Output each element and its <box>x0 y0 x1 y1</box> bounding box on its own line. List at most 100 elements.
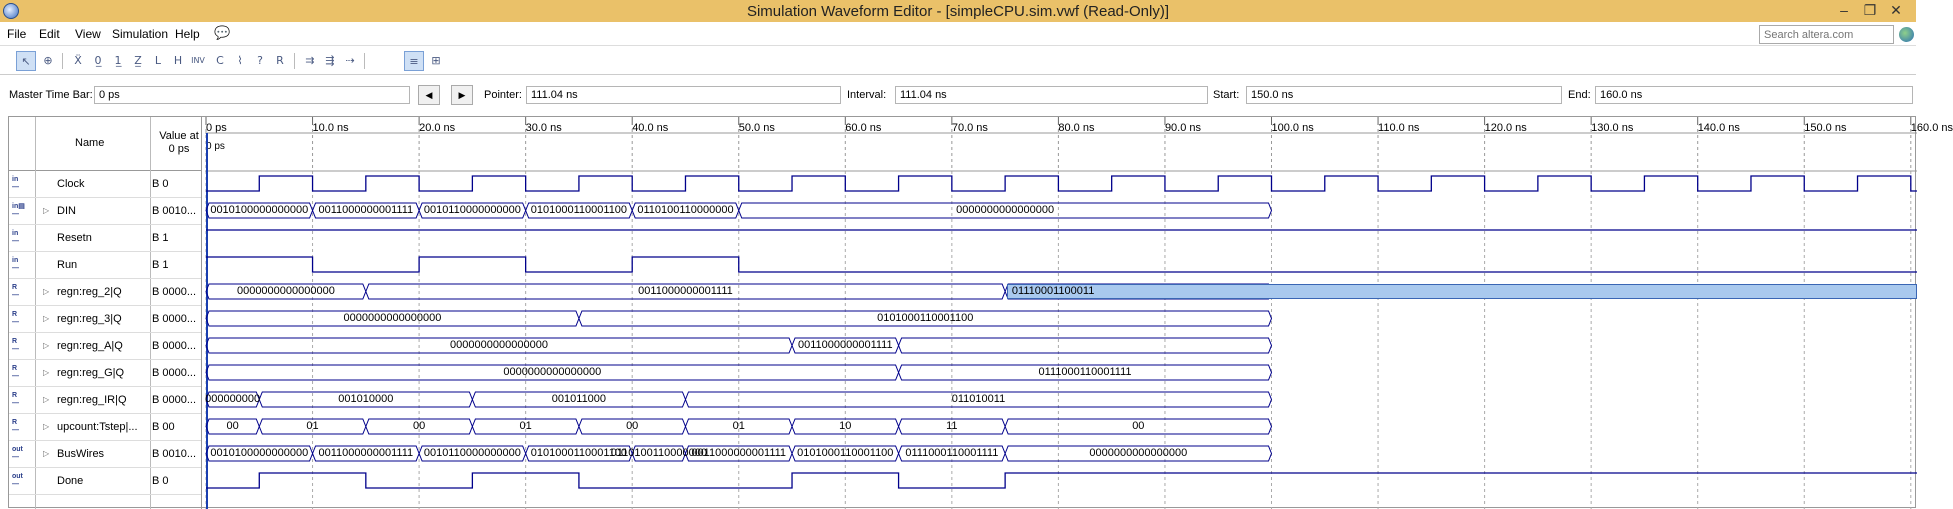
high-impedance-icon[interactable]: Z̲ <box>134 54 142 67</box>
in-pin-icon: in— <box>12 176 19 191</box>
expand-arrow-icon[interactable]: ▷ <box>43 206 50 215</box>
ruler-tick-label: 60.0 ns <box>845 122 882 134</box>
bus-value-label: 0000000000000000 <box>236 284 335 297</box>
expand-arrow-icon[interactable]: ▷ <box>43 287 50 296</box>
bus-value-label: 0011000000001111 <box>638 284 733 297</box>
selection-tool-icon[interactable]: ↖ <box>16 51 36 71</box>
bus-segment <box>738 202 1273 219</box>
selected-bus-segment[interactable] <box>1007 284 1917 299</box>
bus-value-label: 0000000000000000 <box>343 311 442 324</box>
end-label: End: <box>1568 89 1591 101</box>
count-value-icon[interactable]: C <box>216 54 224 67</box>
bus-value-label: 00 <box>412 419 426 432</box>
value-column-header: Value at 0 ps <box>154 130 204 156</box>
bus-grouping-icon[interactable]: ⇢ <box>345 54 355 67</box>
expand-arrow-icon[interactable]: ▷ <box>43 422 50 431</box>
name-column-divider <box>150 117 151 509</box>
bus-value-label: 0110100110000000 <box>637 203 734 216</box>
menu-file[interactable]: File <box>7 27 27 41</box>
expand-arrow-icon[interactable]: ▷ <box>43 341 50 350</box>
toolbar: ↖ ⊕ Ẍ 0̲ 1̲ Z̲ L H INV C ⌇ ? R ⇉ ⇶ ⇢ ≡ ⊞ <box>0 47 1916 75</box>
bus-value-label: 0101000110001100 <box>877 311 974 324</box>
next-transition-button[interactable]: ▶ <box>451 85 473 105</box>
end-field[interactable]: 160.0 ns <box>1595 86 1913 104</box>
forcing-low-icon[interactable]: 0̲ <box>94 54 102 67</box>
expand-arrow-icon[interactable]: ▷ <box>43 314 50 323</box>
grid-options-icon[interactable]: ⇶ <box>325 54 335 67</box>
level-waveform <box>206 256 1917 273</box>
bus-value-label: 00 <box>1132 419 1145 432</box>
bus-value-label: 10 <box>839 419 852 432</box>
menu-simulation[interactable]: Simulation <box>112 27 169 41</box>
signal-value: B 0000... <box>152 286 197 298</box>
signal-row[interactable]: R—▷upcount:Tstep|...B 00 <box>9 414 201 441</box>
minimize-icon[interactable]: – <box>1840 2 1848 18</box>
invert-icon[interactable]: INV <box>191 56 205 65</box>
waveform-view-icon[interactable]: ≡ <box>404 51 424 71</box>
master-time-bar-field[interactable]: 0 ps <box>94 86 410 104</box>
forcing-unknown-icon[interactable]: Ẍ <box>74 54 82 67</box>
interval-field[interactable]: 111.04 ns <box>895 86 1208 104</box>
bus-value-label: 0010100000000000 <box>210 203 309 216</box>
bus-value-label: 0101000110001100 <box>530 446 628 459</box>
reg-pin-icon: R— <box>12 365 19 380</box>
pointer-field[interactable]: 111.04 ns <box>526 86 841 104</box>
table-view-icon[interactable]: ⊞ <box>431 54 441 67</box>
signal-value: B 0000... <box>152 394 197 406</box>
bus-value-label: 000000000 <box>205 392 261 405</box>
weak-low-icon[interactable]: L <box>154 54 162 67</box>
bus-segment <box>1004 445 1273 462</box>
restore-icon[interactable]: ❐ <box>1863 2 1877 18</box>
ruler-tick-label: 0 ps <box>206 122 227 134</box>
ruler-tick-label: 10.0 ns <box>312 122 349 134</box>
signal-name: Run <box>57 259 78 271</box>
bus-value-label: 00 <box>226 419 239 432</box>
expand-arrow-icon[interactable]: ▷ <box>43 449 50 458</box>
value-at-label: Value at <box>159 130 199 142</box>
feedback-icon[interactable]: 💬 <box>214 25 231 40</box>
signal-value: B 1 <box>152 259 169 271</box>
bus-value-label: 0101000110001100 <box>530 203 628 216</box>
arbitrary-value-icon[interactable]: ? <box>257 54 263 67</box>
close-icon[interactable]: ✕ <box>1890 2 1902 18</box>
title-bar: Simulation Waveform Editor - [simpleCPU.… <box>0 0 1916 22</box>
menu-view[interactable]: View <box>75 27 101 41</box>
menu-help[interactable]: Help <box>175 27 200 41</box>
value-column-divider[interactable] <box>201 117 202 509</box>
signal-value: B 0 <box>152 475 169 487</box>
snap-to-grid-icon[interactable]: ⇉ <box>305 54 315 67</box>
ruler-tick-label: 100.0 ns <box>1271 122 1314 134</box>
level-waveform <box>206 472 1917 489</box>
signal-name: upcount:Tstep|... <box>57 421 138 433</box>
start-field[interactable]: 150.0 ns <box>1246 86 1562 104</box>
weak-high-icon[interactable]: H <box>173 54 183 67</box>
bus-value-label: 0000000000000000 <box>450 338 548 351</box>
globe-icon[interactable] <box>1899 27 1914 42</box>
overwrite-clock-icon[interactable]: ⌇ <box>237 54 243 67</box>
interval-label: Interval: <box>847 89 887 101</box>
bus-value-label: 001011000 <box>551 392 607 405</box>
ruler-tick-label: 130.0 ns <box>1591 122 1634 134</box>
zoom-tool-icon[interactable]: ⊕ <box>43 54 53 67</box>
bus-value-label: 0111000110001111 <box>1038 365 1132 378</box>
expand-arrow-icon[interactable]: ▷ <box>43 368 50 377</box>
search-input[interactable] <box>1759 25 1894 44</box>
previous-transition-button[interactable]: ◀ <box>418 85 440 105</box>
random-value-icon[interactable]: R <box>276 54 284 67</box>
ruler-tick-label: 70.0 ns <box>951 122 988 134</box>
expand-arrow-icon[interactable]: ▷ <box>43 395 50 404</box>
forcing-high-icon[interactable]: 1̲ <box>114 54 122 67</box>
menu-edit[interactable]: Edit <box>39 27 60 41</box>
